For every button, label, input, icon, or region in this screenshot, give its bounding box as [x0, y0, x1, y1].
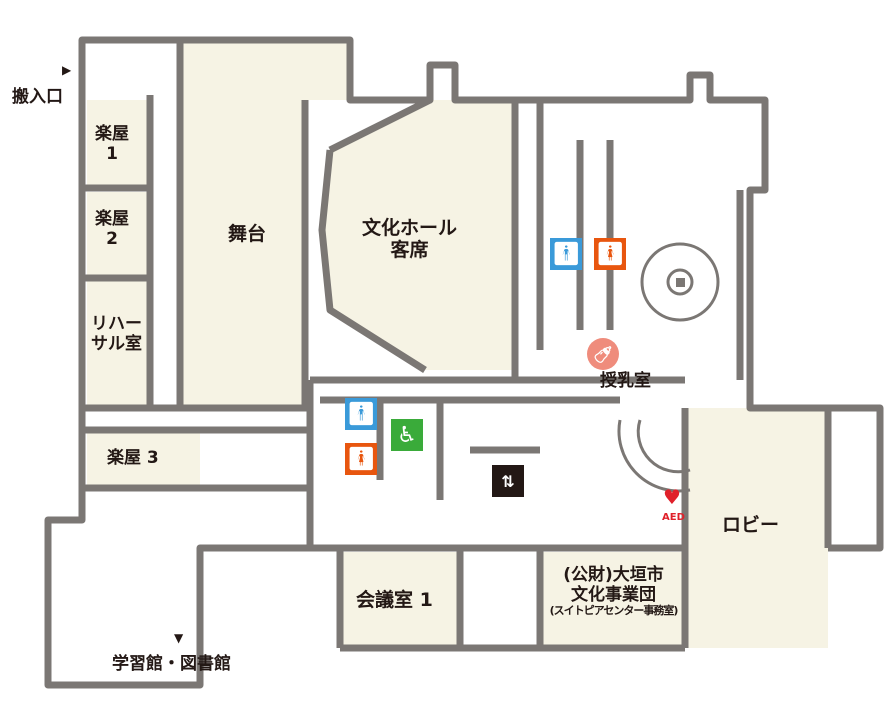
room-rehearsal	[87, 280, 150, 405]
room-meeting1	[340, 552, 460, 646]
arrow-right-icon: ▶	[62, 63, 72, 77]
hall-seats-label: 文化ホール客席	[362, 217, 458, 262]
label-line: 1	[106, 143, 118, 164]
room-dressing2	[87, 192, 150, 275]
room-foundation	[540, 552, 685, 646]
arrow-down-icon: ▼	[174, 631, 184, 645]
label-line: (公財)大垣市	[563, 565, 664, 585]
label-line: リハー	[91, 314, 142, 334]
label-line: サル室	[91, 333, 142, 354]
label-line: 文化事業団	[571, 584, 656, 605]
stage-label: 舞台	[228, 223, 267, 245]
nursing-room-label: 授乳室	[600, 371, 651, 391]
aed-heart-icon: ♥	[663, 485, 681, 509]
women-restroom-icon: 🚺︎	[345, 443, 377, 475]
label-line: 2	[106, 228, 118, 249]
women-restroom-icon: 🚺︎	[594, 238, 626, 270]
meeting-room-1-label: 会議室 1	[356, 589, 433, 611]
label-line: (スイトピアセンター事務室)	[549, 604, 679, 618]
label-line: 楽屋	[95, 124, 129, 144]
room-dressing3	[87, 432, 200, 485]
room-hall-seats	[322, 100, 512, 370]
elevator-icon: ⇅	[492, 465, 524, 497]
label-line: 文化ホール	[362, 217, 458, 239]
lobby-label: ロビー	[722, 514, 780, 536]
dressing-room-3-label: 楽屋 3	[107, 448, 159, 468]
room-dressing1	[87, 100, 150, 188]
room-stage	[182, 40, 350, 410]
loading-entrance-label: 搬入口	[12, 87, 63, 107]
foundation-office-label: (公財)大垣市 文化事業団 (スイトピアセンター事務室)	[541, 565, 686, 618]
library-link-label: 学習館・図書館	[112, 654, 231, 674]
label-line: 客席	[390, 238, 429, 261]
accessible-restroom-icon: ♿︎	[391, 419, 423, 451]
room-lobby	[685, 408, 828, 648]
rehearsal-room-label: リハーサル室	[91, 314, 142, 354]
baby-bottle-icon: 🍼︎	[587, 338, 619, 370]
aed-label: AED	[662, 512, 685, 523]
label-line: 楽屋	[95, 209, 129, 229]
men-restroom-icon: 🚹︎	[550, 238, 582, 270]
men-restroom-icon: 🚹︎	[345, 398, 377, 430]
